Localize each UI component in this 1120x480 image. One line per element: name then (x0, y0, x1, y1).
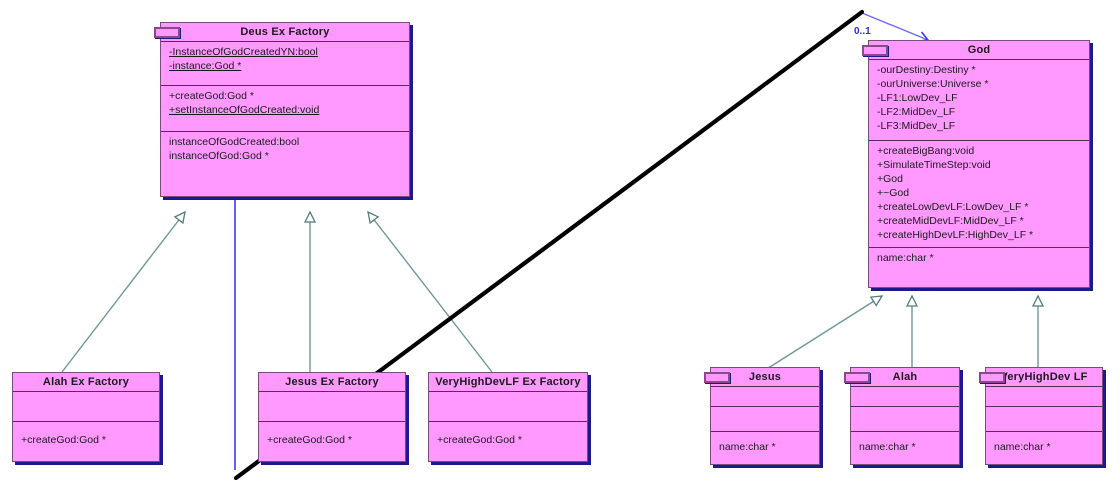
attributes-compartment (259, 392, 405, 422)
attributes-compartment (13, 392, 159, 422)
class-tab-icon (704, 372, 730, 383)
properties-compartment: name:char * (869, 248, 1089, 288)
member-item: +createMidDevLF:MidDev_LF * (877, 215, 1024, 227)
properties-compartment: name:char * (711, 432, 819, 464)
attributes-compartment (429, 392, 587, 422)
attributes-compartment: -ourDestiny:Destiny * -ourUniverse:Unive… (869, 60, 1089, 141)
member-item: -ourUniverse:Universe * (877, 78, 989, 90)
member-item: +SimulateTimeStep:void (877, 159, 991, 171)
class-box-jesus-ex-factory[interactable]: Jesus Ex Factory +createGod:God * (258, 372, 406, 462)
class-tab-icon (154, 27, 180, 38)
class-tab-icon (844, 372, 870, 383)
member-item: +setInstanceOfGodCreated:void (169, 104, 320, 116)
operations-compartment (711, 407, 819, 432)
multiplicity-label-0-1: 0..1 (854, 26, 871, 37)
member-item: name:char * (719, 441, 776, 453)
class-title-jesus-ex-factory: Jesus Ex Factory (259, 373, 405, 392)
operations-compartment: +createGod:God * (13, 422, 159, 461)
member-item: +createGod:God * (437, 434, 522, 446)
class-box-god[interactable]: God -ourDestiny:Destiny * -ourUniverse:U… (862, 40, 1090, 288)
member-item: +createHighDevLF:HighDev_LF * (877, 229, 1034, 241)
properties-compartment: instanceOfGodCreated:bool instanceOfGod:… (161, 132, 409, 178)
member-item: +createBigBang:void (877, 145, 975, 157)
class-box-veryhighdev-lf[interactable]: VeryHighDev LF name:char * (979, 367, 1103, 465)
operations-compartment: +createGod:God * +setInstanceOfGodCreate… (161, 86, 409, 132)
class-title-god: God (869, 41, 1089, 60)
class-box-alah[interactable]: Alah name:char * (844, 367, 960, 465)
member-item: +~God (877, 187, 910, 199)
member-item: -InstanceOfGodCreatedYN:bool (169, 46, 318, 58)
operations-compartment: +createBigBang:void +SimulateTimeStep:vo… (869, 141, 1089, 248)
properties-compartment: name:char * (851, 432, 959, 464)
attributes-compartment (851, 387, 959, 407)
member-item: -instance:God * (169, 60, 242, 72)
operations-compartment (851, 407, 959, 432)
generalization-veryhighdevlf-ex-factory (367, 210, 493, 373)
member-item: -ourDestiny:Destiny * (877, 64, 976, 76)
class-title-deus-ex-factory: Deus Ex Factory (161, 23, 409, 42)
member-item: name:char * (877, 252, 934, 264)
member-item: -LF2:MidDev_LF (877, 106, 956, 118)
generalization-alah-ex-factory (61, 210, 186, 373)
operations-compartment: +createGod:God * (429, 422, 587, 461)
member-item: instanceOfGodCreated:bool (169, 136, 300, 148)
member-item: +God (877, 173, 903, 185)
generalization-jesus (761, 295, 884, 373)
operations-compartment: +createGod:God * (259, 422, 405, 461)
member-item: +createGod:God * (169, 90, 254, 102)
class-box-jesus[interactable]: Jesus name:char * (704, 367, 820, 465)
class-title-alah: Alah (851, 368, 959, 387)
class-tab-icon (862, 45, 888, 56)
attributes-compartment: -InstanceOfGodCreatedYN:bool -instance:G… (161, 42, 409, 86)
class-box-veryhighdevlf-ex-factory[interactable]: VeryHighDevLF Ex Factory +createGod:God … (428, 372, 588, 462)
class-tab-icon (979, 372, 1005, 383)
attributes-compartment (986, 387, 1102, 407)
class-title-veryhighdev-lf: VeryHighDev LF (986, 368, 1102, 387)
member-item: instanceOfGod:God * (169, 150, 269, 162)
class-box-deus-ex-factory[interactable]: Deus Ex Factory -InstanceOfGodCreatedYN:… (154, 22, 410, 197)
member-item: -LF3:MidDev_LF (877, 120, 956, 132)
member-item: -LF1:LowDev_LF (877, 92, 958, 104)
properties-compartment: name:char * (986, 432, 1102, 464)
class-title-alah-ex-factory: Alah Ex Factory (13, 373, 159, 392)
member-item: +createGod:God * (267, 434, 352, 446)
operations-compartment (986, 407, 1102, 432)
member-item: +createLowDevLF:LowDev_LF * (877, 201, 1029, 213)
member-item: +createGod:God * (21, 434, 106, 446)
attributes-compartment (711, 387, 819, 407)
class-title-veryhighdevlf-ex-factory: VeryHighDevLF Ex Factory (429, 373, 587, 392)
class-box-alah-ex-factory[interactable]: Alah Ex Factory +createGod:God * (12, 372, 160, 462)
member-item: name:char * (859, 441, 916, 453)
member-item: name:char * (994, 441, 1051, 453)
